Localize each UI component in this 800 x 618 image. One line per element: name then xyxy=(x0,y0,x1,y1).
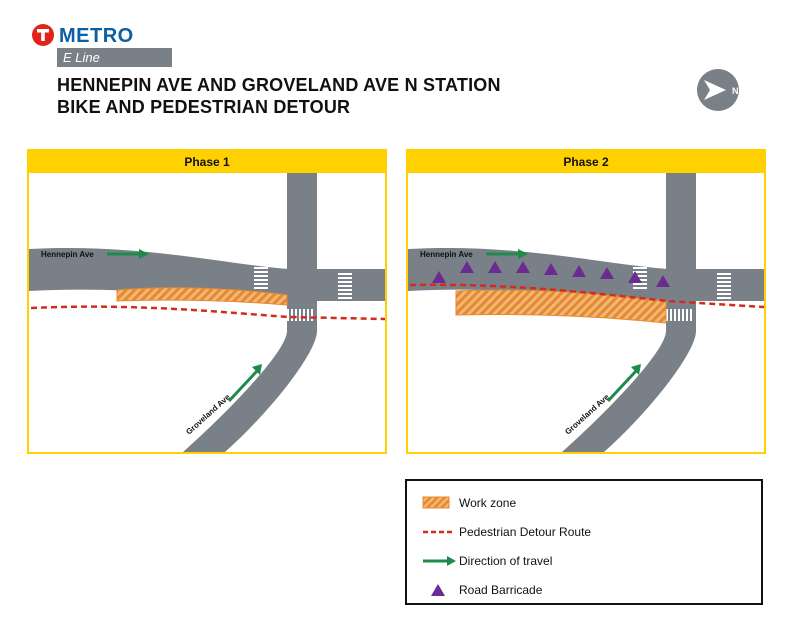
phase-2-title: Phase 2 xyxy=(408,151,764,173)
hennepin-road xyxy=(408,247,764,301)
road-barricades xyxy=(432,261,670,287)
detour-route-icon xyxy=(423,530,453,534)
direction-arrow-groveland xyxy=(606,364,641,403)
legend-item-direction: Direction of travel xyxy=(407,551,761,571)
compass-arrow-icon xyxy=(704,80,726,100)
barricade-icon xyxy=(431,584,445,596)
crosswalk-north xyxy=(254,267,268,289)
phase-1-title: Phase 1 xyxy=(29,151,385,173)
crosswalk-east xyxy=(338,273,352,299)
title-line-2: BIKE AND PEDESTRIAN DETOUR xyxy=(57,97,351,117)
metro-t-icon xyxy=(32,24,54,46)
line-badge: E Line xyxy=(57,48,172,67)
barricade-icon xyxy=(600,267,614,279)
hennepin-road xyxy=(29,247,385,301)
barricade-icon xyxy=(544,263,558,275)
compass-label: N xyxy=(732,86,739,96)
direction-arrow-icon xyxy=(423,556,456,566)
work-zone xyxy=(455,289,667,324)
north-arrow-compass: N xyxy=(696,68,740,112)
phase-1-panel: Phase 1 xyxy=(27,149,387,454)
map-legend: Work zone Pedestrian Detour Route Direct… xyxy=(405,479,763,605)
barricade-icon xyxy=(488,261,502,273)
legend-label: Direction of travel xyxy=(459,554,553,568)
pedestrian-detour-route xyxy=(409,283,764,309)
title-line-1: HENNEPIN AVE AND GROVELAND AVE N STATION xyxy=(57,75,501,95)
legend-item-work-zone: Work zone xyxy=(407,493,761,513)
direction-arrow-hennepin xyxy=(107,249,149,259)
page-title: HENNEPIN AVE AND GROVELAND AVE N STATION… xyxy=(57,74,501,118)
barricade-icon xyxy=(460,261,474,273)
crosswalk-east xyxy=(717,273,731,299)
phase-2-map: Hennepin Ave Groveland Ave xyxy=(408,173,764,452)
legend-label: Road Barricade xyxy=(459,583,543,597)
barricade-icon xyxy=(516,261,530,273)
barricade-icon xyxy=(432,271,446,283)
barricade-icon xyxy=(628,271,642,283)
phase-2-panel: Phase 2 xyxy=(406,149,766,454)
north-street xyxy=(666,173,696,273)
crosswalk-south xyxy=(666,309,692,321)
direction-arrow-hennepin xyxy=(486,249,528,259)
direction-arrow-groveland xyxy=(227,364,262,403)
crosswalk-south xyxy=(287,309,313,321)
north-street xyxy=(287,173,317,273)
legend-item-barricade: Road Barricade xyxy=(407,580,761,600)
legend-label: Work zone xyxy=(459,496,517,510)
barricade-icon xyxy=(572,265,586,277)
barricade-icon xyxy=(656,275,670,287)
pedestrian-detour-route xyxy=(30,305,385,321)
legend-label: Pedestrian Detour Route xyxy=(459,525,592,539)
brand-name: METRO xyxy=(59,25,134,47)
legend-item-detour-route: Pedestrian Detour Route xyxy=(407,522,761,542)
street-label-hennepin: Hennepin Ave xyxy=(41,250,94,259)
street-label-hennepin: Hennepin Ave xyxy=(420,250,473,259)
phase-1-map: Hennepin Ave Groveland Ave xyxy=(29,173,385,452)
work-zone xyxy=(116,287,288,306)
work-zone-icon xyxy=(422,496,450,509)
